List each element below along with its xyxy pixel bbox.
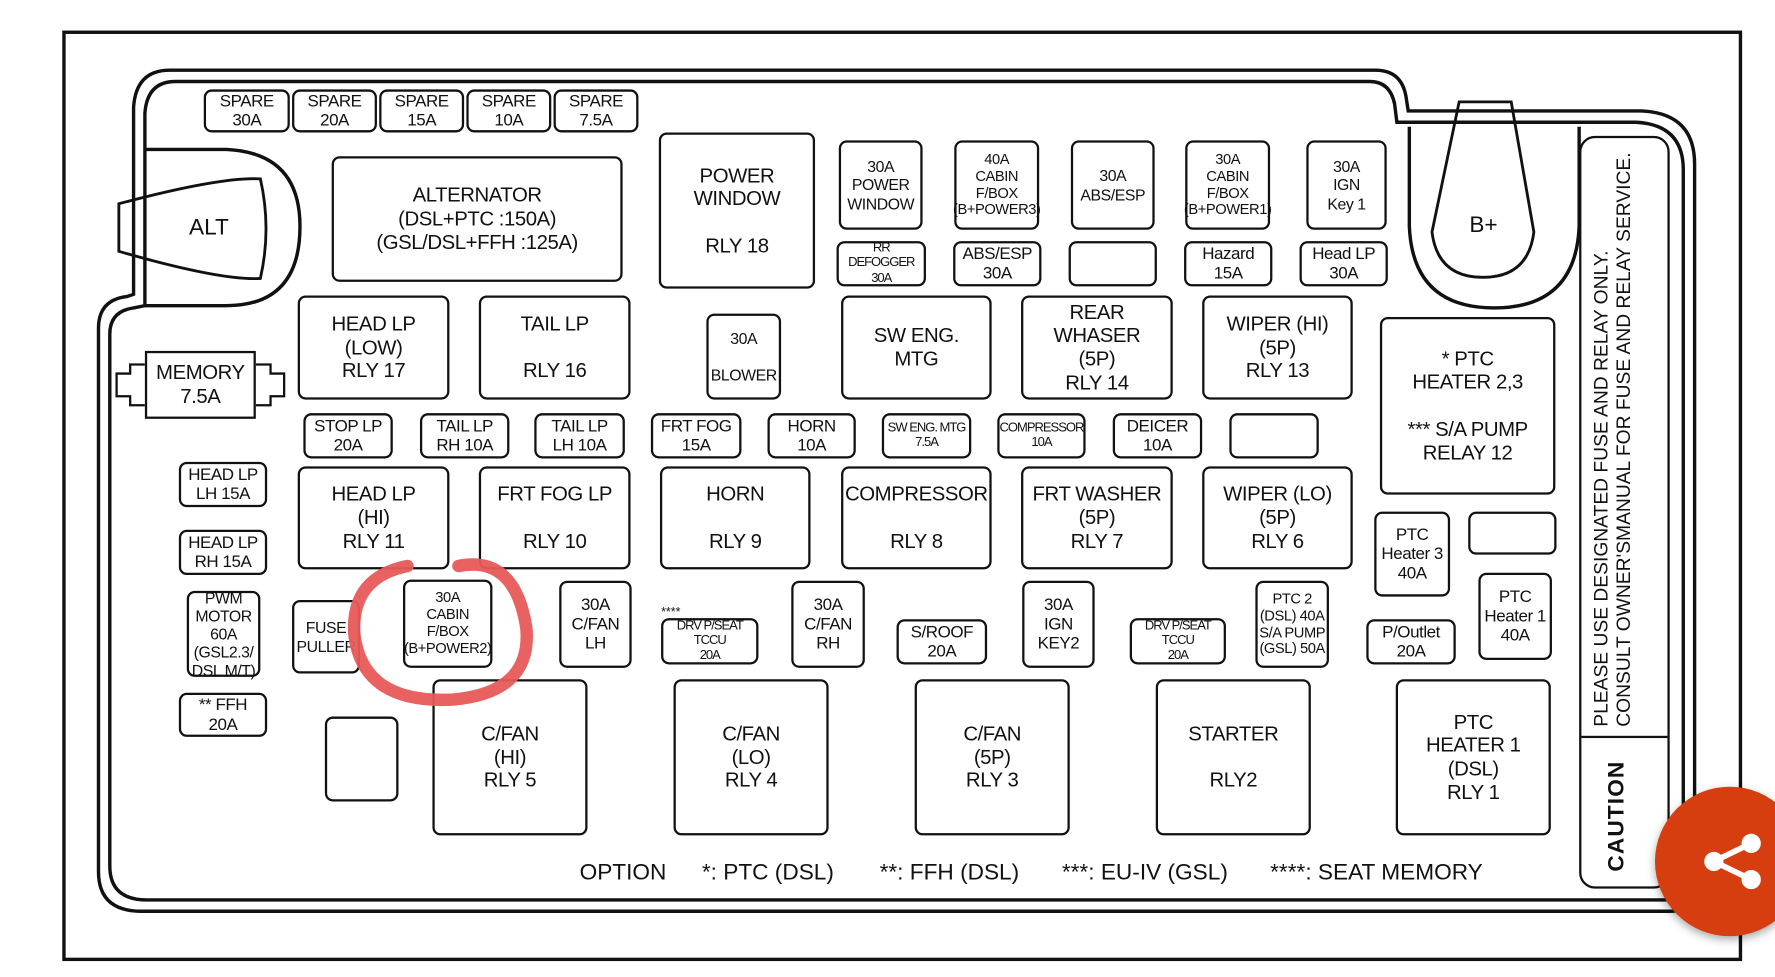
fuse-relay-frtfoglp: FRT FOG LP RLY 10 [478,466,631,570]
empty-slot [1229,413,1319,459]
fuse-relay-horn10: HORN 10A [767,413,856,459]
option-label: OPTION [579,860,667,886]
fuse-relay-pw30: 30A POWER WINDOW [838,140,923,230]
fuse-relay-ptcheater1rly: PTC HEATER 1 (DSL) RLY 1 [1395,679,1551,836]
fuse-relay-rrdefog: RR DEFOGGER 30A [836,241,926,287]
fuse-relay-compressor10: COMPRESSOR 10A [997,413,1086,459]
fuse-relay-ptcheater3: PTC Heater 3 40A [1374,511,1451,597]
fuse-relay-pwm: PWM MOTOR 60A (GSL2.3/ DSL M/T) [186,588,261,679]
fuse-relay-starter: STARTER RLY2 [1155,679,1311,836]
fuse-relay-alternator: ALTERNATOR (DSL+PTC :150A) (GSL/DSL+FFH … [331,156,623,282]
fuse-relay-swengmtg75: SW ENG. MTG 7.5A [881,413,972,459]
fuse-relay-spare10: SPARE 10A [466,89,552,133]
fuse-relay-ign30: 30A IGN Key 1 [1306,140,1387,230]
fuse-relay-ptc23: * PTC HEATER 2,3 *** S/A PUMP RELAY 12 [1379,316,1556,495]
fuse-relay-spare30: SPARE 30A [203,89,290,133]
fuse-relay-headhi: HEAD LP (HI) RLY 11 [297,466,450,570]
fuse-relay-cfanlo: C/FAN (LO) RLY 4 [673,679,829,836]
fuse-relay-cfanlh: 30A C/FAN LH [559,580,632,668]
fuse-relay-taillp: TAIL LP RLY 16 [478,295,631,400]
caution-line-1: PLEASE USE DESIGNATED FUSE AND RELAY ONL… [1590,250,1612,727]
fuse-relay-ptc2: PTC 2 (DSL) 40A S/A PUMP (GSL) 50A [1255,580,1329,668]
fuse-relay-ignkey2: 30A IGN KEY2 [1022,580,1095,668]
fuse-relay-taillprh: TAIL LP RH 10A [419,413,510,459]
fuse-relay-hazard: Hazard 15A [1184,241,1273,287]
option-item: ***: EU-IV (GSL) [1061,860,1228,886]
fuse-relay-taillplh: TAIL LP LH 10A [534,413,625,459]
fuse-relay-poutlet: P/Outlet 20A [1366,619,1456,665]
fuse-relay-headlplh: HEAD LP LH 15A [178,461,268,508]
option-item: **: FFH (DSL) [879,860,1020,886]
fuse-relay-rearwhaser: REAR WHASER (5P) RLY 14 [1021,295,1173,400]
fuse-relay-cfanrh: 30A C/FAN RH [791,580,865,668]
empty-slot [1468,511,1557,555]
fuse-relay-drvseat2: DRV P/SEAT TCCU 20A [1129,618,1226,665]
fuse-relay-hornrly: HORN RLY 9 [659,466,811,570]
fuse-relay-headlow: HEAD LP (LOW) RLY 17 [297,295,450,400]
fuse-relay-spare15: SPARE 15A [379,89,465,133]
fuse-relay-wiperhi: WIPER (HI) (5P) RLY 13 [1202,295,1353,400]
fuse-relay-sroof: S/ROOF 20A [896,619,988,665]
seat-memory-mark: **** [661,605,681,620]
fuse-relay-drvseat1: DRV P/SEAT TCCU 20A [661,618,759,665]
bplus-label: B+ [1469,212,1498,238]
caution-title: CAUTION [1604,760,1629,872]
option-item: ****: SEAT MEMORY [1270,860,1483,886]
image-frame [62,30,1743,962]
fuse-relay-blower: 30A BLOWER [706,313,782,400]
fuse-relay-headlprh: HEAD LP RH 15A [178,529,268,576]
fuse-relay-compressorrly: COMPRESSOR RLY 8 [841,466,992,570]
memory-fuse: MEMORY 7.5A [144,350,256,419]
fuse-relay-headlp30: Head LP 30A [1299,241,1388,287]
fuse-relay-cabin40: 40A CABIN F/BOX (B+POWER3) [953,140,1041,230]
fuse-relay-absesp: ABS/ESP 30A [953,241,1042,287]
fuse-relay-absesp30: 30A ABS/ESP [1070,140,1155,230]
fuse-relay-cabin30a: 30A CABIN F/BOX (B+POWER1) [1184,140,1272,230]
fuse-relay-ptcheater1: PTC Heater 1 40A [1478,572,1552,660]
share-icon [1704,833,1761,890]
empty-slot [1068,241,1157,287]
fuse-relay-wiperlo: WIPER (LO) (5P) RLY 6 [1202,466,1353,570]
fuse-relay-cfanhi: C/FAN (HI) RLY 5 [432,679,588,836]
fuse-relay-spare20: SPARE 20A [292,89,377,133]
caution-divider [1581,735,1668,739]
option-item: *: PTC (DSL) [701,860,834,886]
fuse-relay-frtwasher: FRT WASHER (5P) RLY 7 [1021,466,1173,570]
fuse-relay-cabin30b: 30A CABIN F/BOX (B+POWER2) [402,579,493,668]
fuse-relay-power_window_rly: POWER WINDOW RLY 18 [658,132,816,289]
empty-slot [324,716,399,802]
caution-panel: PLEASE USE DESIGNATED FUSE AND RELAY ONL… [1579,135,1670,889]
fuse-relay-swengmtg: SW ENG. MTG [841,295,992,400]
caution-text: PLEASE USE DESIGNATED FUSE AND RELAY ONL… [1590,152,1635,726]
fuse-relay-spare75: SPARE 7.5A [553,89,639,133]
caution-line-2: CONSULT OWNER'SMANUAL FOR FUSE AND RELAY… [1613,152,1635,727]
fuse-relay-fusepuller: FUSE PULLER [292,599,360,674]
fuse-relay-deicer: DEICER 10A [1112,413,1203,459]
fuse-relay-frtfog: FRT FOG 15A [650,413,742,459]
share-button[interactable] [1654,786,1775,937]
alt-label: ALT [189,215,229,240]
fuse-relay-stoplp: STOP LP 20A [303,413,393,459]
fuse-relay-ffh: ** FFH 20A [178,692,268,737]
fuse-relay-cfan5p: C/FAN (5P) RLY 3 [914,679,1070,836]
